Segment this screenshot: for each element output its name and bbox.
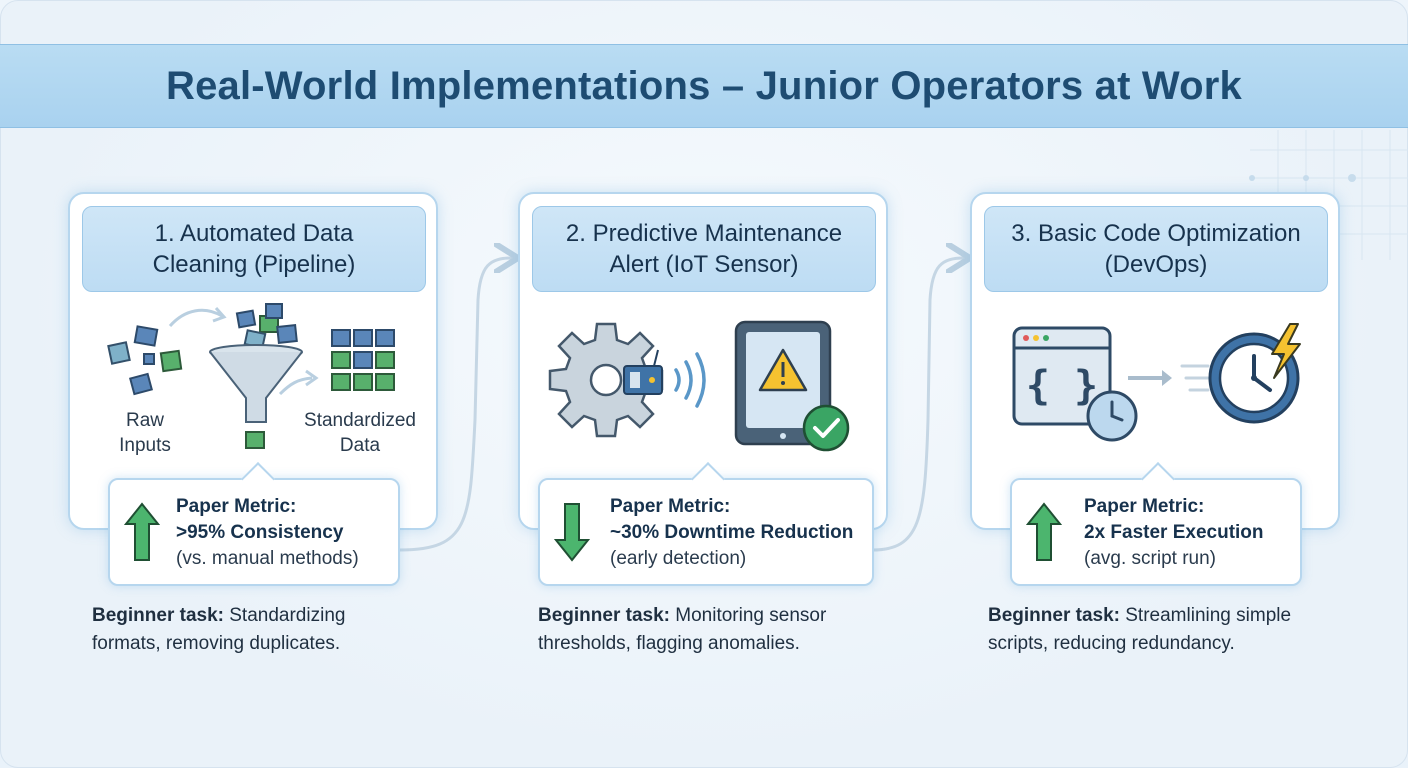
- lightning-icon: [1271, 323, 1301, 379]
- code-window-icon: { }: [1012, 326, 1112, 426]
- tablet-icon: [734, 320, 832, 446]
- svg-text:{ }: { }: [1026, 363, 1098, 409]
- title-banner: Real-World Implementations – Junior Oper…: [0, 44, 1408, 128]
- iot-sensor-illustration: [548, 320, 850, 452]
- card-title-box: 1. Automated Data Cleaning (Pipeline): [82, 206, 426, 292]
- metric-label: Paper Metric:: [1084, 496, 1205, 517]
- task-text: Standardizing formats, removing duplicat…: [92, 605, 346, 654]
- code-optimization-illustration: { }: [1012, 323, 1301, 442]
- speed-lines: [1180, 364, 1210, 392]
- card-title: 2. Predictive Maintenance Alert (IoT Sen…: [565, 220, 843, 278]
- metric-note: (early detection): [610, 548, 747, 569]
- connector-1-2: [399, 258, 512, 552]
- small-clock-icon: [1086, 390, 1138, 442]
- up-arrow-icon: [1026, 502, 1062, 561]
- check-icon: [802, 404, 850, 452]
- wifi-signal-icon: [674, 352, 706, 408]
- task-description-2: Beginner task: Monitoring sensor thresho…: [538, 602, 878, 658]
- metric-note: (avg. script run): [1084, 548, 1216, 569]
- task-text: Streamlining simple scripts, reducing re…: [988, 605, 1292, 654]
- card-title-box: 3. Basic Code Optimization (DevOps): [984, 206, 1328, 292]
- raw-inputs-label: Raw Inputs: [119, 410, 171, 456]
- gear-icon: [548, 322, 664, 438]
- task-label: Beginner task:: [538, 605, 670, 626]
- data-cleaning-illustration: [107, 303, 395, 449]
- up-arrow-icon: [124, 502, 160, 561]
- fast-clock-icon: [1208, 332, 1300, 424]
- metric-label: Paper Metric:: [176, 496, 297, 517]
- metric-note: (vs. manual methods): [176, 548, 359, 569]
- metric-label: Paper Metric:: [610, 496, 731, 517]
- metric-value: >95% Consistency: [176, 522, 344, 543]
- metric-value: 2x Faster Execution: [1084, 522, 1264, 543]
- card-title: 3. Basic Code Optimization (DevOps): [1011, 220, 1301, 278]
- metric-box-2: Paper Metric: ~30% Downtime Reduction (e…: [538, 462, 874, 586]
- standardized-grid-icon: [331, 329, 395, 391]
- metric-box-3: Paper Metric: 2x Faster Execution (avg. …: [1010, 462, 1302, 586]
- task-text: Monitoring sensor thresholds, flagging a…: [538, 605, 827, 654]
- card-title: 1. Automated Data Cleaning (Pipeline): [152, 220, 356, 278]
- raw-inputs-icon: [107, 325, 183, 396]
- standardized-data-label: Standardized Data: [304, 410, 416, 456]
- metric-box-1: Paper Metric: >95% Consistency (vs. manu…: [108, 462, 400, 586]
- task-label: Beginner task:: [988, 605, 1120, 626]
- connector-2-3: [871, 258, 964, 552]
- task-description-1: Beginner task: Standardizing formats, re…: [92, 602, 402, 658]
- card-title-box: 2. Predictive Maintenance Alert (IoT Sen…: [532, 206, 876, 292]
- card-predictive-maintenance: 2. Predictive Maintenance Alert (IoT Sen…: [518, 192, 888, 530]
- task-description-3: Beginner task: Streamlining simple scrip…: [988, 602, 1338, 658]
- funnel-icon: [209, 303, 303, 449]
- card-code-optimization: 3. Basic Code Optimization (DevOps) { }: [970, 192, 1340, 530]
- sensor-icon: [623, 349, 663, 395]
- arrow-right-icon: [1128, 370, 1172, 386]
- task-label: Beginner task:: [92, 605, 224, 626]
- page-title: Real-World Implementations – Junior Oper…: [166, 63, 1242, 108]
- down-arrow-icon: [554, 503, 590, 562]
- metric-value: ~30% Downtime Reduction: [610, 522, 854, 543]
